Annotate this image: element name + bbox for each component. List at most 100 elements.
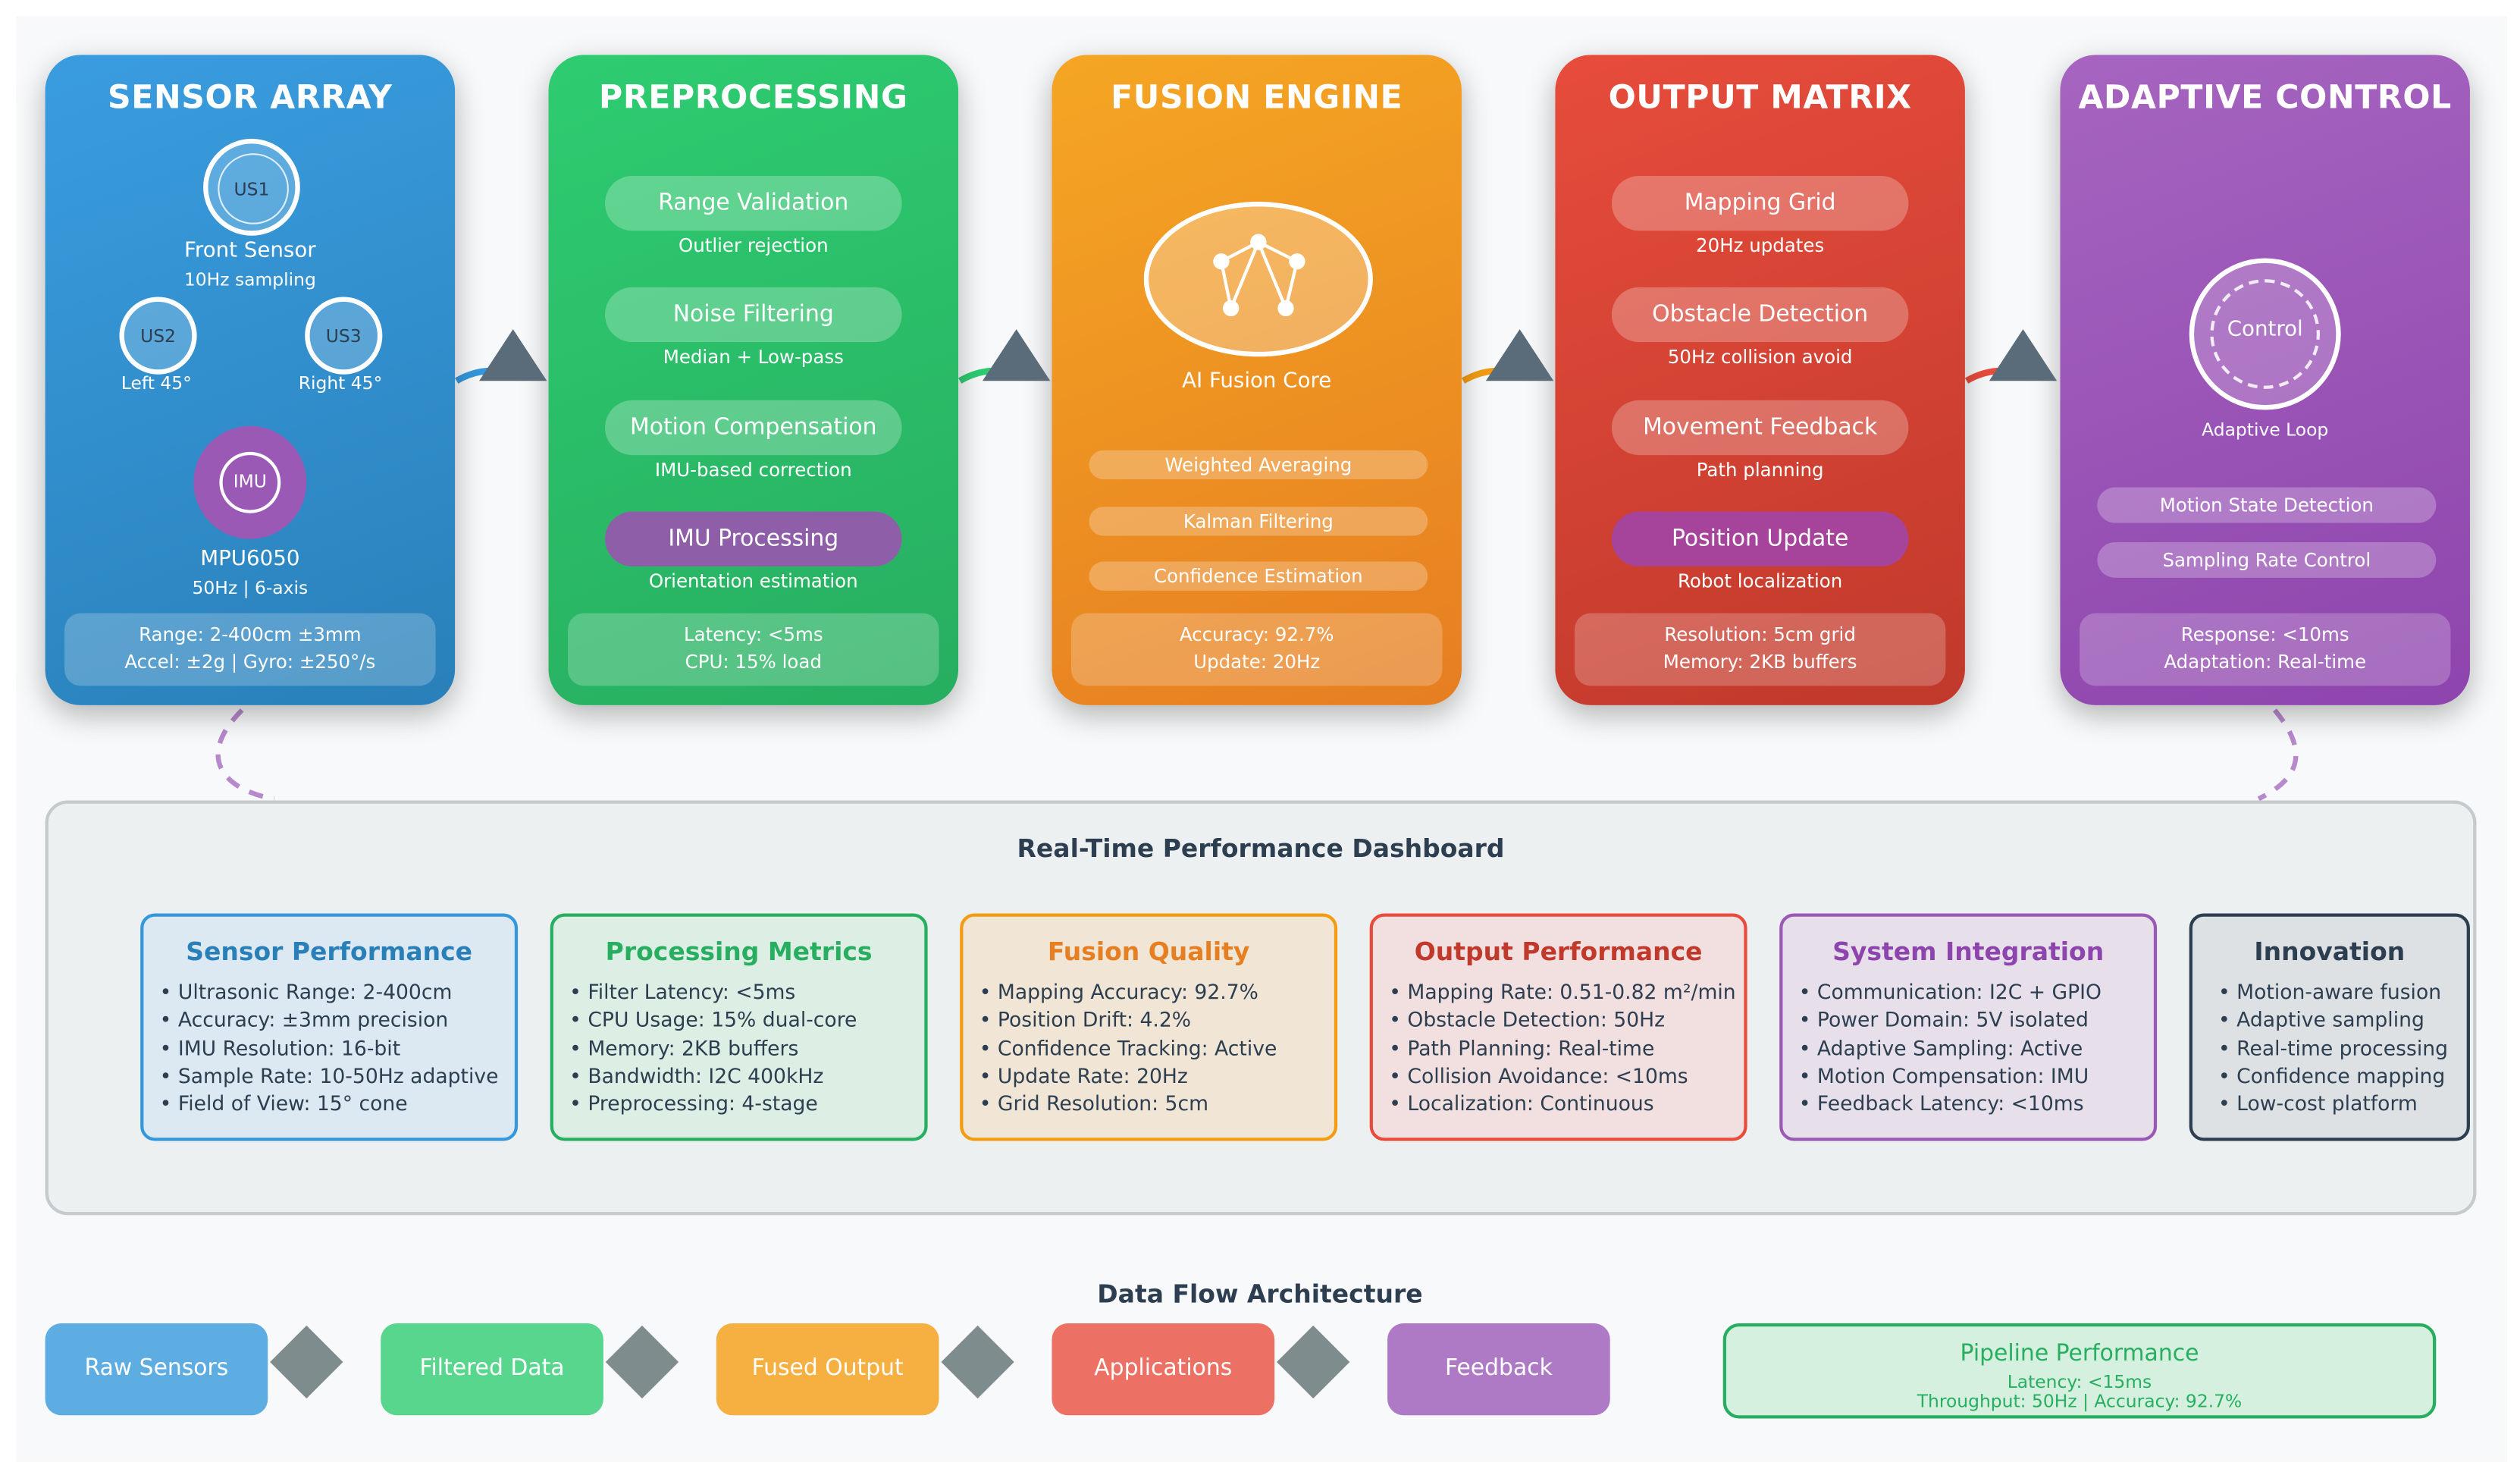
card-item: IMU Resolution: 16-bit — [160, 1034, 499, 1062]
card-title: Innovation — [2254, 937, 2406, 967]
process-sub: Orientation estimation — [648, 570, 858, 592]
ultrasonic-front-sensor: US1 — [203, 139, 300, 236]
fusion-core-ellipse — [1143, 202, 1373, 357]
process-pill: Motion Compensation — [605, 400, 902, 456]
card-title: Output Performance — [1414, 937, 1703, 967]
process-pill-highlight: IMU Processing — [605, 511, 902, 566]
process-sub: Outlier rejection — [678, 234, 829, 257]
imu-rate: 50Hz | 6-axis — [192, 577, 309, 599]
process-sub: IMU-based correction — [654, 458, 852, 482]
card-item: Filter Latency: <5ms — [569, 978, 857, 1006]
card-list: Motion-aware fusion Adaptive sampling Re… — [2218, 978, 2448, 1118]
stage-title: PREPROCESSING — [598, 77, 908, 117]
flow-arrow-icon — [1989, 329, 2058, 381]
card-processing-metrics: Processing Metrics Filter Latency: <5ms … — [550, 913, 928, 1141]
card-item: Mapping Accuracy: 92.7% — [979, 978, 1277, 1006]
adaptive-loop-label: Adaptive Loop — [2202, 419, 2329, 441]
stage-footer: Latency: <5ms CPU: 15% load — [568, 613, 939, 686]
footer-line: Resolution: 5cm grid — [1664, 623, 1856, 646]
card-item: Communication: I2C + GPIO — [1799, 978, 2102, 1006]
card-title: Fusion Quality — [1047, 937, 1250, 967]
footer-line: Memory: 2KB buffers — [1663, 650, 1857, 673]
card-item: Preprocessing: 4-stage — [569, 1090, 857, 1118]
footer-line: CPU: 15% load — [685, 650, 822, 673]
card-item: Grid Resolution: 5cm — [979, 1090, 1277, 1118]
card-list: Mapping Rate: 0.51-0.82 m²/min Obstacle … — [1389, 978, 1735, 1118]
card-item: Path Planning: Real-time — [1389, 1034, 1735, 1062]
card-item: Mapping Rate: 0.51-0.82 m²/min — [1389, 978, 1735, 1006]
stage-adaptive-control: ADAPTIVE CONTROL Control Adaptive Loop M… — [2060, 55, 2470, 705]
card-item: Motion Compensation: IMU — [1799, 1062, 2102, 1090]
fusion-core-label: AI Fusion Core — [1182, 369, 1332, 394]
card-item: Field of View: 15° cone — [160, 1090, 499, 1118]
output-sub: 50Hz collision avoid — [1667, 345, 1853, 369]
stage-title: FUSION ENGINE — [1111, 77, 1403, 117]
card-title: Sensor Performance — [186, 937, 473, 967]
stage-title: SENSOR ARRAY — [108, 77, 393, 117]
card-list: Filter Latency: <5ms CPU Usage: 15% dual… — [569, 978, 857, 1118]
adaptive-bar: Sampling Rate Control — [2097, 542, 2437, 578]
pipeline-performance-box: Pipeline Performance Latency: <15ms Thro… — [1722, 1323, 2437, 1419]
flow-box-raw-sensors: Raw Sensors — [45, 1323, 268, 1416]
flow-box-filtered-data: Filtered Data — [381, 1323, 603, 1416]
card-item: Localization: Continuous — [1389, 1090, 1735, 1118]
card-item: Adaptive sampling — [2218, 1006, 2448, 1034]
card-item: Collision Avoidance: <10ms — [1389, 1062, 1735, 1090]
stage-footer: Accuracy: 92.7% Update: 20Hz — [1070, 613, 1443, 686]
card-item: Low-cost platform — [2218, 1090, 2448, 1118]
imu-label: IMU — [219, 451, 281, 513]
card-title: Processing Metrics — [605, 937, 873, 967]
output-pill: Obstacle Detection — [1611, 287, 1909, 343]
sensor-label: US2 — [140, 325, 176, 347]
card-system-integration: System Integration Communication: I2C + … — [1779, 913, 2158, 1141]
card-item: Motion-aware fusion — [2218, 978, 2448, 1006]
network-icon — [1213, 234, 1305, 317]
fusion-method-bar: Weighted Averaging — [1089, 450, 1428, 480]
ultrasonic-right-sensor: US3 — [305, 297, 383, 375]
control-loop-circle: Control — [2189, 258, 2341, 410]
footer-line: Range: 2-400cm ±3mm — [139, 623, 362, 646]
stage-fusion-engine: FUSION ENGINE AI Fusion Core Weighted Av… — [1052, 55, 1462, 705]
card-innovation: Innovation Motion-aware fusion Adaptive … — [2189, 913, 2470, 1141]
stage-title: ADAPTIVE CONTROL — [2078, 77, 2452, 117]
pipeline-line: Throughput: 50Hz | Accuracy: 92.7% — [1917, 1391, 2243, 1412]
sensor-name: Front Sensor — [184, 238, 316, 263]
stage-footer: Response: <10ms Adaptation: Real-time — [2079, 613, 2451, 686]
process-pill: Range Validation — [605, 175, 902, 231]
data-flow-title: Data Flow Architecture — [1097, 1279, 1423, 1309]
flow-arrow-icon — [479, 329, 547, 381]
footer-line: Adaptation: Real-time — [2164, 650, 2367, 673]
output-pill-highlight: Position Update — [1611, 511, 1909, 566]
imu-sensor: IMU — [193, 425, 307, 539]
card-list: Ultrasonic Range: 2-400cm Accuracy: ±3mm… — [160, 978, 499, 1118]
process-pill: Noise Filtering — [605, 287, 902, 343]
stage-footer: Resolution: 5cm grid Memory: 2KB buffers — [1574, 613, 1946, 686]
pipeline-title: Pipeline Performance — [1960, 1341, 2199, 1367]
sensor-name: Right 45° — [298, 372, 383, 394]
sensor-label: US3 — [325, 325, 362, 347]
card-item: Adaptive Sampling: Active — [1799, 1034, 2102, 1062]
card-item: Ultrasonic Range: 2-400cm — [160, 978, 499, 1006]
output-pill: Mapping Grid — [1611, 175, 1909, 231]
card-item: Bandwidth: I2C 400kHz — [569, 1062, 857, 1090]
sensor-name: Left 45° — [121, 372, 192, 394]
stage-output-matrix: OUTPUT MATRIX Mapping Grid 20Hz updates … — [1555, 55, 1965, 705]
flow-box-applications: Applications — [1052, 1323, 1275, 1416]
card-fusion-quality: Fusion Quality Mapping Accuracy: 92.7% P… — [960, 913, 1338, 1141]
card-sensor-performance: Sensor Performance Ultrasonic Range: 2-4… — [140, 913, 519, 1141]
card-item: Position Drift: 4.2% — [979, 1006, 1277, 1034]
flow-arrow-icon — [982, 329, 1051, 381]
process-sub: Median + Low-pass — [663, 345, 844, 369]
card-item: Power Domain: 5V isolated — [1799, 1006, 2102, 1034]
control-label: Control — [2227, 318, 2303, 343]
card-list: Mapping Accuracy: 92.7% Position Drift: … — [979, 978, 1277, 1118]
pipeline-line: Latency: <15ms — [2007, 1371, 2152, 1393]
card-item: Confidence mapping — [2218, 1062, 2448, 1090]
ultrasonic-left-sensor: US2 — [119, 297, 197, 375]
sensor-rate: 10Hz sampling — [183, 269, 316, 291]
card-item: Update Rate: 20Hz — [979, 1062, 1277, 1090]
stage-footer: Range: 2-400cm ±3mm Accel: ±2g | Gyro: ±… — [64, 613, 436, 686]
footer-line: Latency: <5ms — [683, 623, 823, 646]
imu-name: MPU6050 — [200, 547, 300, 572]
